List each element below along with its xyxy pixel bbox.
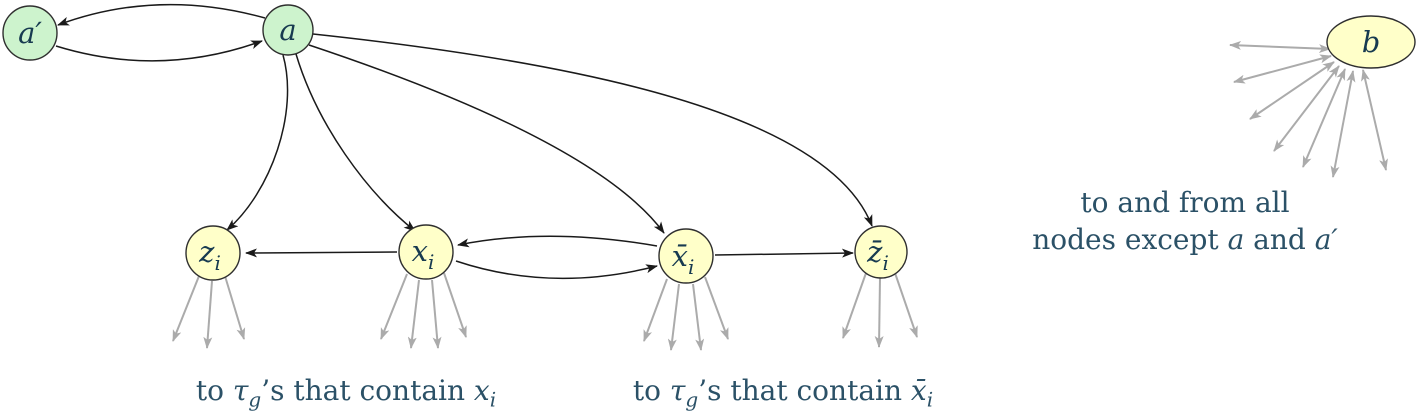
fan-zbari-2	[874, 277, 884, 348]
node-xi: xi	[398, 224, 454, 280]
fan-xbari-2	[667, 283, 680, 351]
caption-tau-contain-xbari: to τg’s that contain x̄i	[598, 374, 968, 410]
edge-aprime-to-a	[55, 40, 263, 62]
caption-left-text: to	[195, 374, 233, 407]
node-zi-shape	[185, 225, 241, 281]
node-xi-label: xi	[412, 234, 435, 274]
black-edges	[55, 3, 873, 280]
node-b-shape	[1326, 15, 1416, 69]
caption-left-text2: ’s that contain	[261, 374, 474, 407]
tau-symbol: τ	[232, 374, 249, 407]
node-zi: zi	[185, 225, 241, 281]
edge-xi-to-xbari	[455, 260, 658, 280]
caption-b-note: to and from all nodes except a and a′	[1030, 184, 1340, 258]
node-xbari-shape	[658, 228, 714, 284]
node-a-prime-label: a′	[18, 16, 42, 50]
node-zbari: z̄i	[854, 225, 908, 279]
node-zi-label: zi	[198, 235, 221, 275]
var-x-subscript-i: i	[489, 387, 497, 412]
fan-zbari-1	[842, 272, 867, 339]
caption-mid-text2: ’s that contain	[698, 374, 911, 407]
node-xbari: x̄i	[658, 228, 714, 284]
edge-a-to-xbari	[308, 44, 665, 234]
fan-zbari-3	[894, 272, 918, 338]
fan-b-5	[1302, 68, 1346, 168]
edge-xi-to-zi	[245, 248, 398, 258]
fan-zi-1	[172, 275, 200, 342]
caption-b-line1: to and from all	[1080, 186, 1290, 219]
fan-xbari-1	[643, 278, 668, 342]
caption-mid-text: to	[632, 374, 670, 407]
node-zbari-shape	[854, 225, 908, 279]
edge-a-to-xi	[295, 53, 416, 232]
fan-xbari-4	[704, 276, 729, 340]
var-x: x	[473, 374, 490, 407]
node-b: b	[1326, 15, 1416, 69]
node-a: a	[262, 4, 314, 56]
fan-b-7	[1361, 69, 1388, 171]
caption-b-line2: nodes except a and a′	[1030, 221, 1340, 258]
tau-subscript-g-2: g	[685, 387, 699, 412]
fan-xi-3	[431, 279, 442, 349]
edge-a-to-zbari	[312, 33, 873, 227]
fan-xi-2	[407, 279, 420, 349]
fan-b-1	[1229, 40, 1331, 54]
edge-a-to-zi	[226, 54, 289, 231]
tau-symbol-2: τ	[669, 374, 686, 407]
var-a: a	[1227, 223, 1245, 256]
var-xbar: x̄	[910, 374, 927, 407]
tau-subscript-g: g	[248, 387, 262, 412]
fan-b-2	[1233, 54, 1332, 84]
fan-b-6	[1330, 70, 1356, 178]
fan-b-4	[1273, 65, 1340, 152]
node-zbari-label: z̄i	[866, 235, 889, 275]
node-xbari-label: x̄i	[672, 239, 695, 279]
node-a-prime: a′	[2, 5, 58, 61]
fan-zi-3	[224, 275, 246, 340]
caption-tau-contain-xi: to τg’s that contain xi	[160, 374, 532, 410]
caption-b-text2: and	[1244, 223, 1315, 256]
fan-xi-4	[443, 272, 467, 338]
edge-xbari-to-xi	[457, 235, 658, 248]
fan-zi-2	[203, 280, 213, 349]
node-a-prime-shape	[2, 5, 58, 61]
node-a-label: a	[279, 13, 296, 47]
node-b-label: b	[1362, 25, 1381, 59]
edge-a-to-aprime	[57, 3, 266, 26]
var-xbar-subscript-i: i	[926, 387, 934, 412]
node-xi-shape	[398, 224, 454, 280]
edge-xbari-to-zbari	[714, 248, 854, 258]
fan-xi-1	[380, 273, 408, 340]
var-a-prime: a′	[1314, 223, 1338, 256]
fan-xbari-3	[692, 283, 705, 351]
caption-b-text: nodes except	[1032, 223, 1228, 256]
node-a-shape	[262, 4, 314, 56]
gray-fan-edges	[172, 40, 1388, 351]
